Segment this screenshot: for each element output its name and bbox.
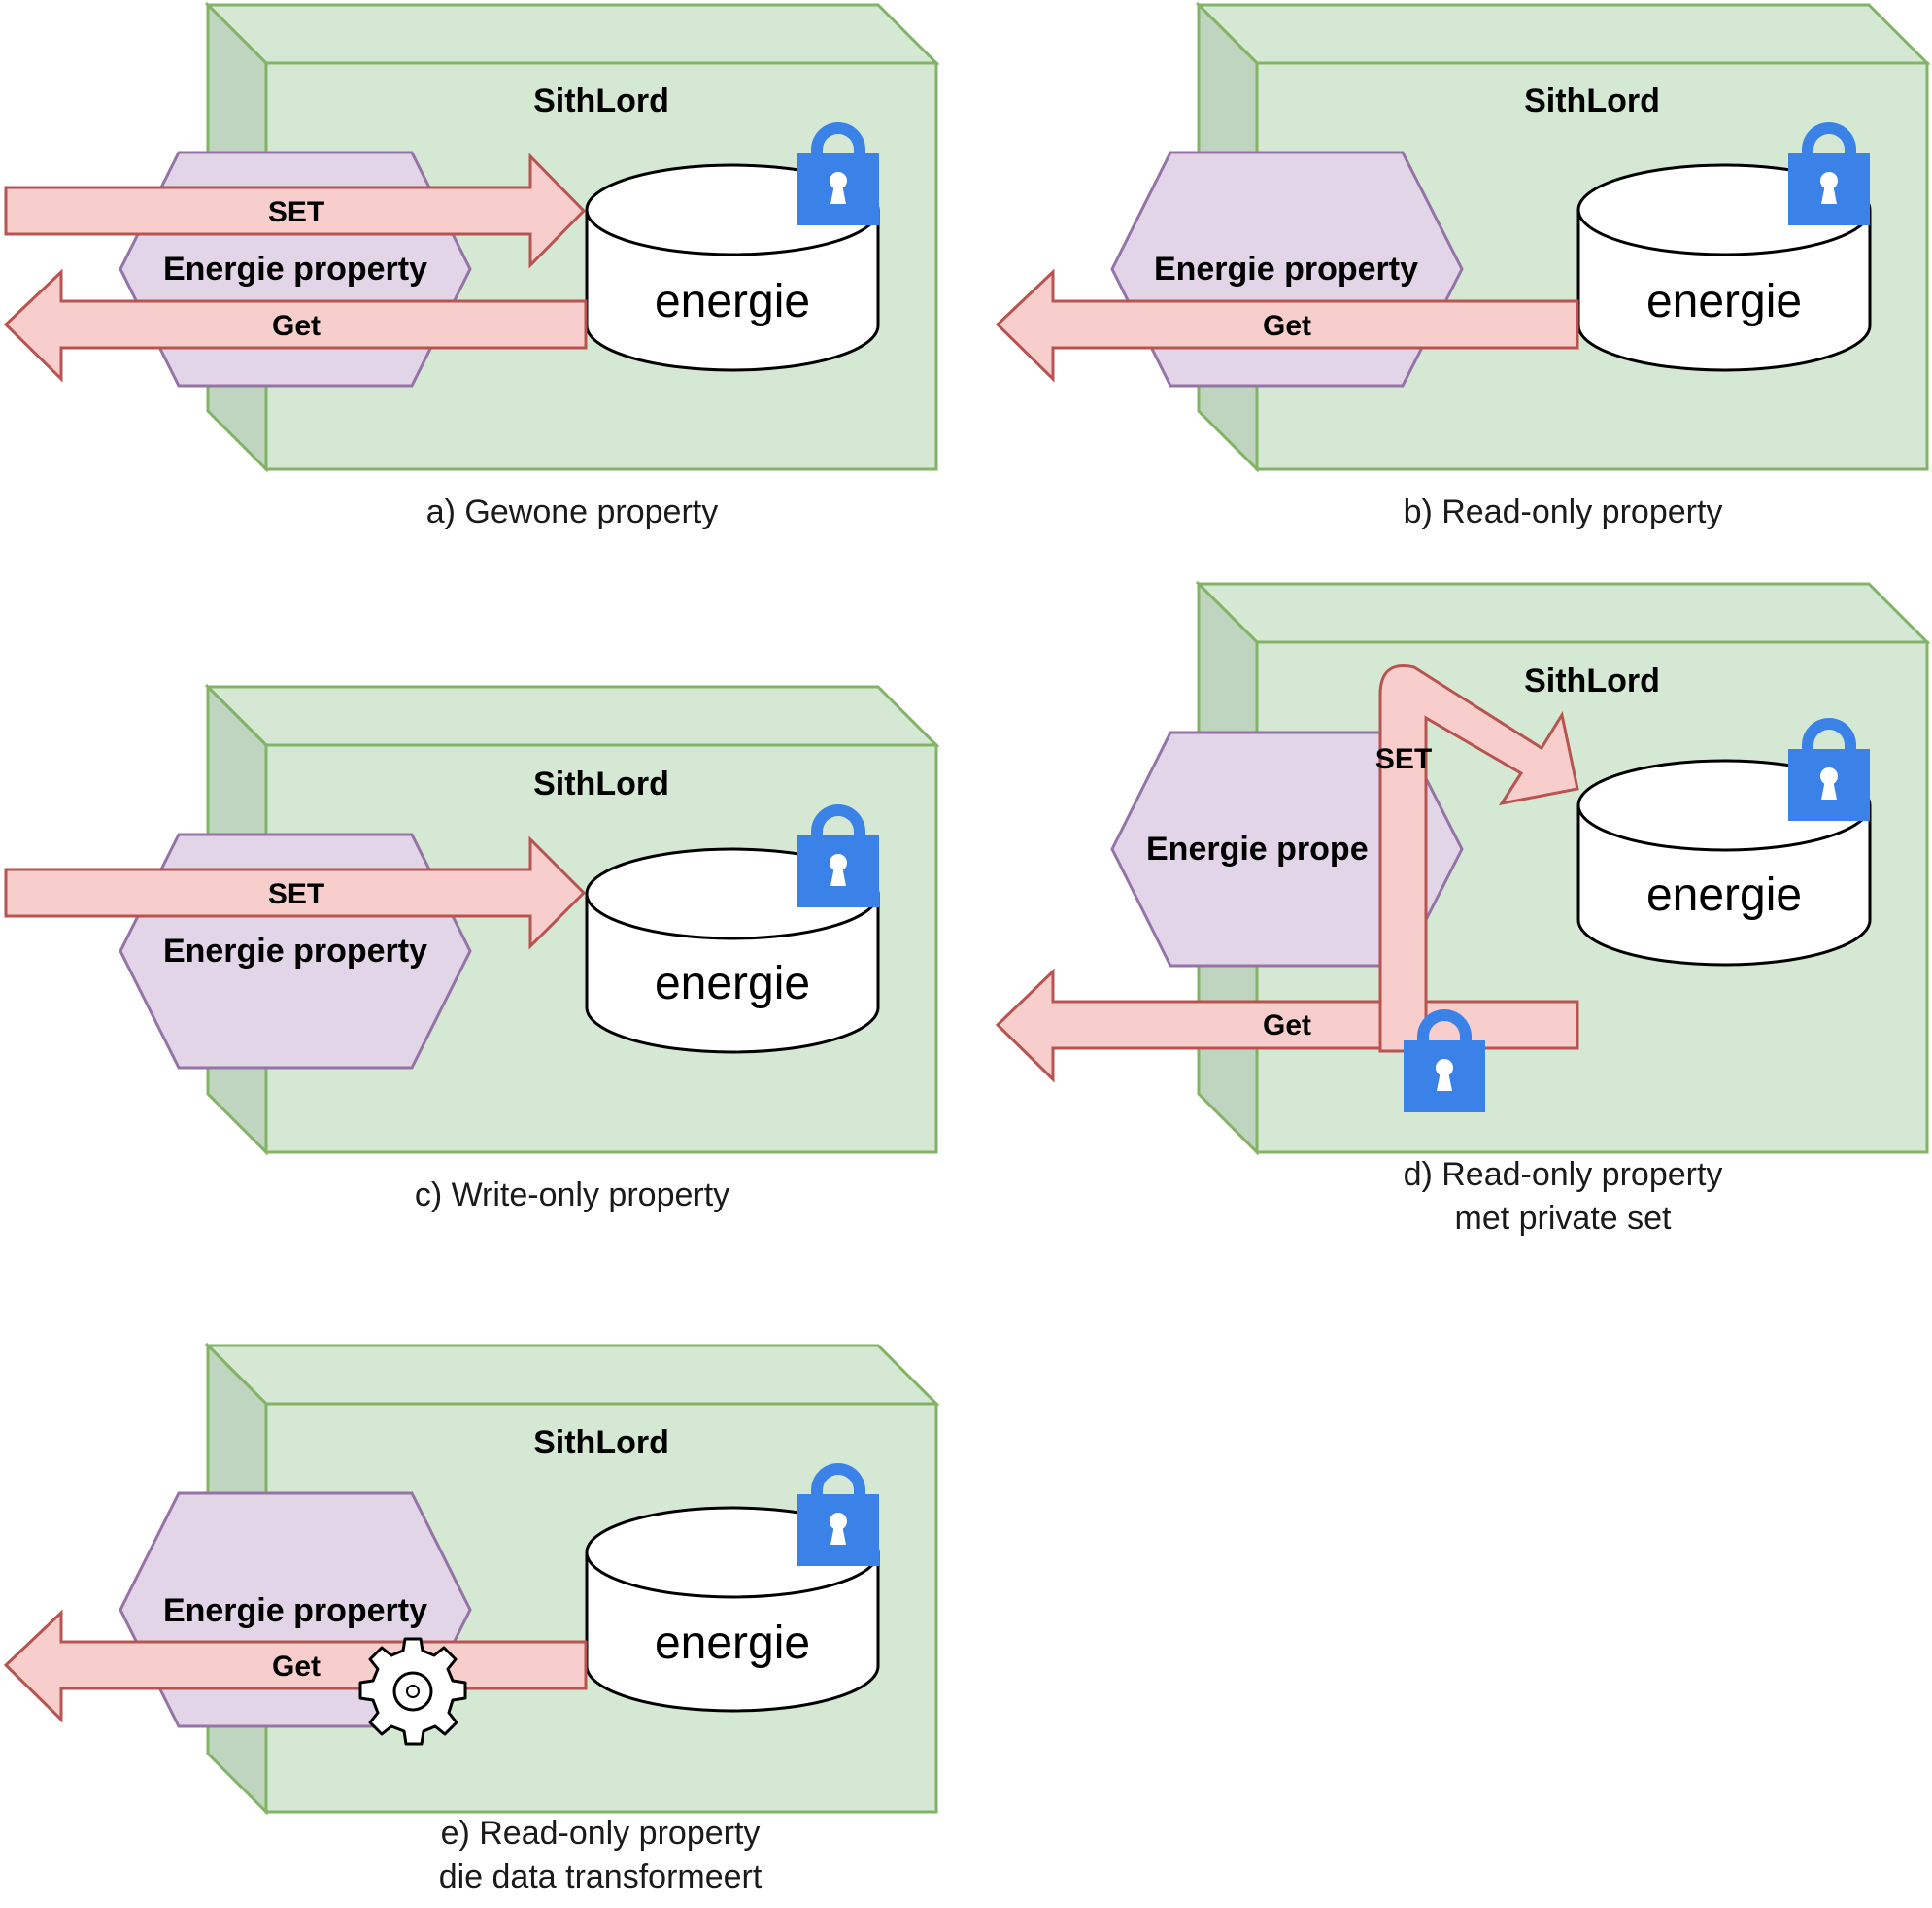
field-cylinder xyxy=(585,163,880,372)
caption-line-1: d) Read-only property xyxy=(1404,1156,1723,1193)
property-label: Energie prope xyxy=(1146,831,1369,868)
get-label: Get xyxy=(1263,310,1311,342)
field-label: energie xyxy=(1646,276,1802,327)
property-label: Energie property xyxy=(163,933,427,970)
get-arrow xyxy=(995,268,1579,383)
private-set-arrow xyxy=(1378,664,1579,1053)
caption-line-2: die data transformeert xyxy=(439,1858,763,1895)
box-title: SithLord xyxy=(1524,83,1660,119)
box-title: SithLord xyxy=(533,1424,669,1461)
set-label: SET xyxy=(268,878,324,910)
caption: c) Write-only property xyxy=(415,1176,729,1213)
set-label: SET xyxy=(1375,743,1432,775)
get-label: Get xyxy=(272,310,321,342)
get-arrow xyxy=(3,268,588,383)
diagram-b: SithLord energie Get Energie property b)… xyxy=(995,1,1931,530)
property-hexagon xyxy=(1110,731,1464,968)
field-label: energie xyxy=(655,958,810,1009)
diagram-a: SithLord energie SET Get Energie propert… xyxy=(3,1,940,530)
property-label: Energie property xyxy=(163,251,427,288)
box-title: SithLord xyxy=(1524,663,1660,699)
get-label: Get xyxy=(1263,1009,1311,1041)
set-label: SET xyxy=(268,196,324,228)
field-label: energie xyxy=(655,1618,810,1669)
field-label: energie xyxy=(1646,869,1802,921)
diagram-c: SithLord energie SET Energie property c)… xyxy=(4,683,940,1213)
caption-line-1: e) Read-only property xyxy=(441,1815,761,1852)
set-arrow xyxy=(4,153,587,269)
property-label: Energie property xyxy=(1154,251,1418,288)
diagram-d: SithLord energie Get Energie prope SET d… xyxy=(995,580,1931,1237)
field-label: energie xyxy=(655,276,810,327)
gear-icon xyxy=(358,1637,467,1746)
get-arrow xyxy=(3,1609,588,1723)
get-arrow xyxy=(995,968,1579,1083)
caption: b) Read-only property xyxy=(1404,494,1723,530)
property-label: Energie property xyxy=(163,1592,427,1629)
box-title: SithLord xyxy=(533,83,669,119)
set-arrow xyxy=(4,835,587,950)
caption: a) Gewone property xyxy=(426,494,719,530)
caption-line-2: met private set xyxy=(1455,1200,1673,1237)
box-title: SithLord xyxy=(533,766,669,802)
get-label: Get xyxy=(272,1651,321,1683)
diagram-e: SithLord energie Get Energie property e)… xyxy=(3,1342,940,1895)
